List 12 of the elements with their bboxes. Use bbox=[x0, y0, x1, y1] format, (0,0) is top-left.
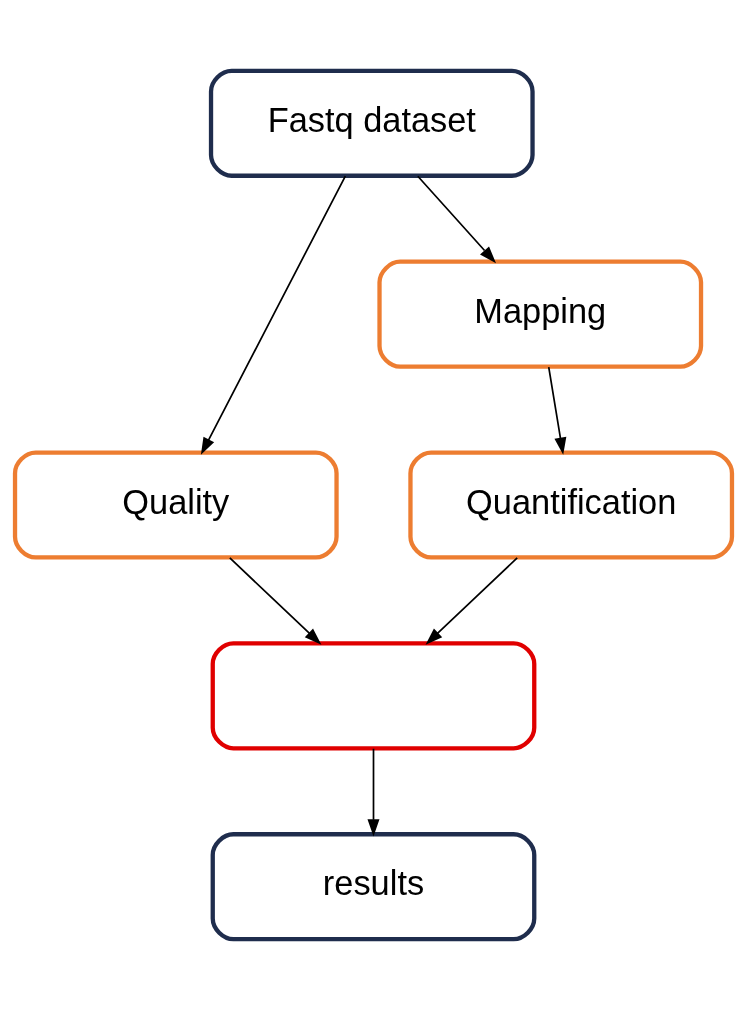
arrow bbox=[200, 175, 347, 455]
node-box: Quality bbox=[12, 450, 339, 560]
arrow bbox=[547, 366, 567, 455]
node-box bbox=[210, 641, 537, 751]
arrow bbox=[228, 557, 322, 645]
node-box: results bbox=[210, 832, 537, 942]
arrow bbox=[425, 557, 519, 645]
node-box: Fastq dataset bbox=[208, 68, 535, 178]
arrow bbox=[367, 747, 380, 837]
node-box: Quantification bbox=[408, 450, 735, 560]
arrow bbox=[416, 175, 496, 264]
node-box: Mapping bbox=[377, 259, 704, 369]
